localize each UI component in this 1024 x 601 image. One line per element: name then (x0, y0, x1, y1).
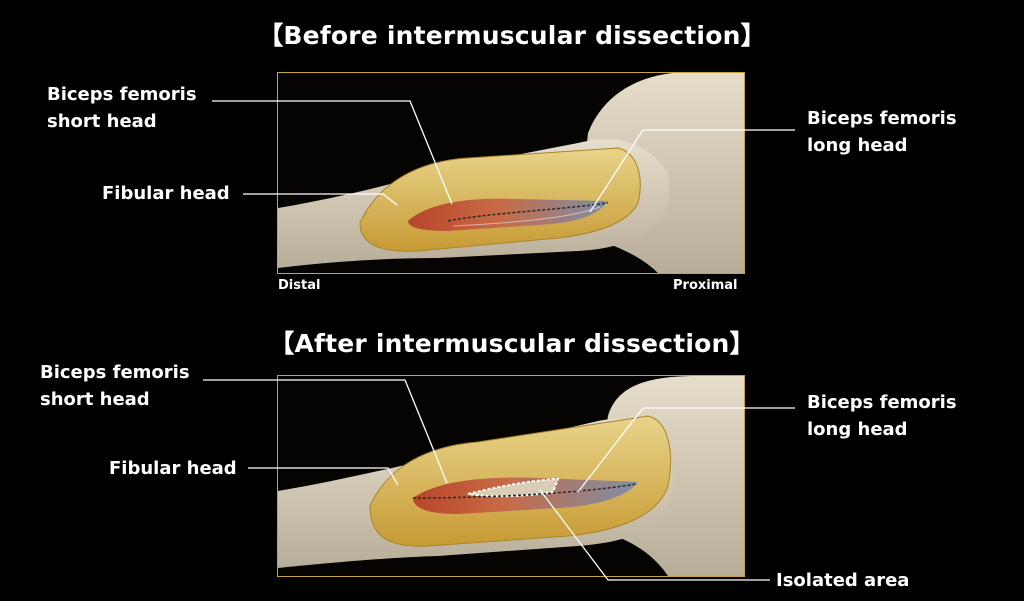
bottom-title: 【After intermuscular dissection】 (269, 329, 755, 358)
bottom-long-head-label: Biceps femoris long head (807, 389, 957, 443)
top-short-head-line1: Biceps femoris (47, 84, 197, 105)
bottom-long-head-line2: long head (807, 419, 908, 440)
top-dissection-photo (277, 72, 745, 274)
top-long-head-label: Biceps femoris long head (807, 105, 957, 159)
top-short-head-line2: short head (47, 111, 157, 132)
top-long-head-line1: Biceps femoris (807, 108, 957, 129)
top-short-head-label: Biceps femoris short head (47, 81, 197, 135)
bottom-dissection-photo (277, 375, 745, 577)
leader-long-head-bottom (577, 407, 795, 493)
bottom-fibular-head-label: Fibular head (109, 458, 237, 479)
leader-isolated-area (539, 489, 770, 581)
bottom-short-head-label: Biceps femoris short head (40, 359, 190, 413)
top-long-head-line2: long head (807, 135, 908, 156)
leader-fibular-head-top (243, 193, 398, 206)
distal-label: Distal (278, 278, 321, 293)
isolated-area-label: Isolated area (776, 570, 910, 591)
leader-short-head-bottom (203, 379, 448, 484)
bottom-short-head-line2: short head (40, 389, 150, 410)
bottom-short-head-line1: Biceps femoris (40, 362, 190, 383)
proximal-label: Proximal (673, 278, 738, 293)
leader-fibular-head-bottom (248, 467, 399, 486)
top-title: 【Before intermuscular dissection】 (258, 21, 766, 50)
leader-long-head-top (589, 129, 795, 213)
bottom-long-head-line1: Biceps femoris (807, 392, 957, 413)
top-fibular-head-label: Fibular head (102, 183, 230, 204)
leader-short-head-top (212, 100, 453, 205)
